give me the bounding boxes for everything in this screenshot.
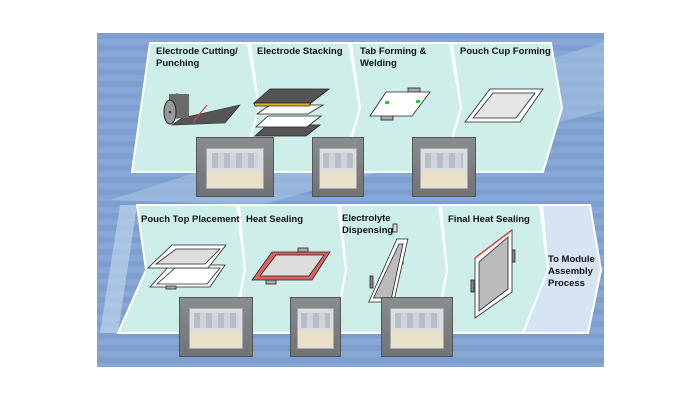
pouch-cup-icon — [464, 88, 544, 123]
step-label-module-assembly: To Module Assembly Process — [548, 254, 595, 289]
bottom-band — [100, 205, 137, 333]
electrode-roll-icon — [163, 93, 241, 126]
final-seal-icon — [470, 229, 516, 319]
step-label-pouch-top: Pouch Top Placement — [141, 214, 240, 225]
pouch-top-icon — [147, 244, 227, 290]
step-label-tab-welding: Tab Forming & Welding — [360, 46, 427, 69]
electrolyte-machine-photo — [381, 297, 453, 357]
step-label-stacking: Electrode Stacking — [257, 46, 343, 57]
step-label-electrolyte: Electrolyte Dispensing — [342, 213, 394, 236]
chevron-module-assembly — [521, 204, 603, 334]
step-label-cutting: Electrode Cutting/ Punching — [156, 46, 238, 69]
tab-welding-machine-photo — [412, 137, 476, 197]
pouch-top-machine-photo — [179, 297, 253, 357]
electrode-stack-icon — [252, 88, 331, 137]
heat-seal-machine-photo — [290, 297, 341, 357]
step-label-final-seal: Final Heat Sealing — [448, 214, 530, 225]
heat-seal-icon — [251, 247, 331, 285]
step-label-pouch-cup: Pouch Cup Forming — [460, 46, 551, 57]
step-label-heat-seal: Heat Sealing — [246, 214, 304, 225]
cutting-machine-photo — [196, 137, 274, 197]
stacking-machine-photo — [312, 137, 364, 197]
tab-welding-icon — [369, 87, 431, 121]
